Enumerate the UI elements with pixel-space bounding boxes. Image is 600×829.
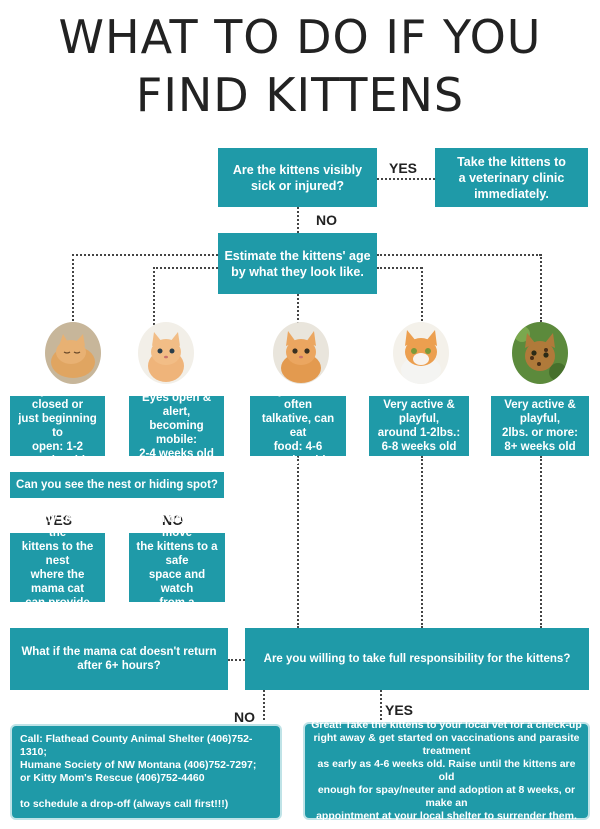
node-age-8-plus: Very active & playful, 2lbs. or more: 8+… [491, 396, 589, 456]
connector-responsibility-yes [380, 690, 382, 720]
connector-estimate-left [72, 254, 218, 256]
kitten-icon [138, 322, 194, 384]
node-mama-question: What if the mama cat doesn't return afte… [10, 628, 228, 690]
kitten-icon [393, 322, 449, 384]
node-responsibility-question: Are you willing to take full responsibil… [245, 628, 589, 690]
label-no-sick: NO [316, 212, 337, 228]
node-move-safe: If in danger, move the kittens to a safe… [129, 513, 225, 623]
node-call-shelter: Call: Flathead County Animal Shelter (40… [12, 726, 280, 818]
node-return-nest: Gently return the kittens to the nest wh… [10, 513, 105, 623]
connector-estimate-right [377, 254, 541, 256]
node-age-6-8: Very active & playful, around 1-2lbs.: 6… [369, 396, 469, 456]
label-no-nest: NO [162, 512, 183, 528]
label-yes-responsibility: YES [385, 702, 414, 718]
connector-to-age-8-plus [540, 254, 542, 322]
connector-responsibility-no [263, 690, 265, 720]
connector-estimate-right-2 [377, 267, 422, 269]
page-title-line-2: FIND KITTENS [135, 68, 465, 122]
connector-to-age-4-6 [297, 294, 299, 324]
node-great-vet: Great! Take the kittens to your local ve… [305, 719, 588, 822]
node-age-4-6: Very mobile & often talkative, can eat f… [250, 385, 346, 467]
node-age-1-2: Eyes still closed or just beginning to o… [10, 385, 105, 467]
connector-mama-responsibility [228, 659, 245, 661]
connector-age-8-plus-responsibility [540, 456, 542, 628]
connector-to-age-6-8 [421, 267, 423, 325]
connector-estimate-left-2 [153, 267, 218, 269]
connector-sick-estimate [297, 207, 299, 233]
node-nest-question: Can you see the nest or hiding spot? [10, 472, 224, 498]
kitten-icon [45, 322, 101, 384]
connector-age-4-6-responsibility [297, 456, 299, 628]
page-title-line-1: WHAT TO DO IF YOU [58, 10, 542, 64]
label-yes-vet: YES [389, 160, 418, 176]
connector-age-6-8-responsibility [421, 456, 423, 628]
kitten-icon [273, 322, 329, 384]
connector-sick-vet [377, 178, 435, 180]
connector-to-age-1-2 [72, 254, 74, 325]
bengal-kitten-icon [512, 322, 568, 384]
node-age-2-4: Eyes open & alert, becoming mobile: 2-4 … [129, 392, 224, 460]
node-estimate-age: Estimate the kittens' age by what they l… [218, 233, 377, 294]
node-vet: Take the kittens to a veterinary clinic … [435, 148, 588, 207]
node-sick-question: Are the kittens visibly sick or injured? [218, 148, 377, 207]
connector-to-age-2-4 [153, 267, 155, 325]
label-no-responsibility: NO [234, 709, 255, 725]
label-yes-nest: YES [44, 512, 73, 528]
